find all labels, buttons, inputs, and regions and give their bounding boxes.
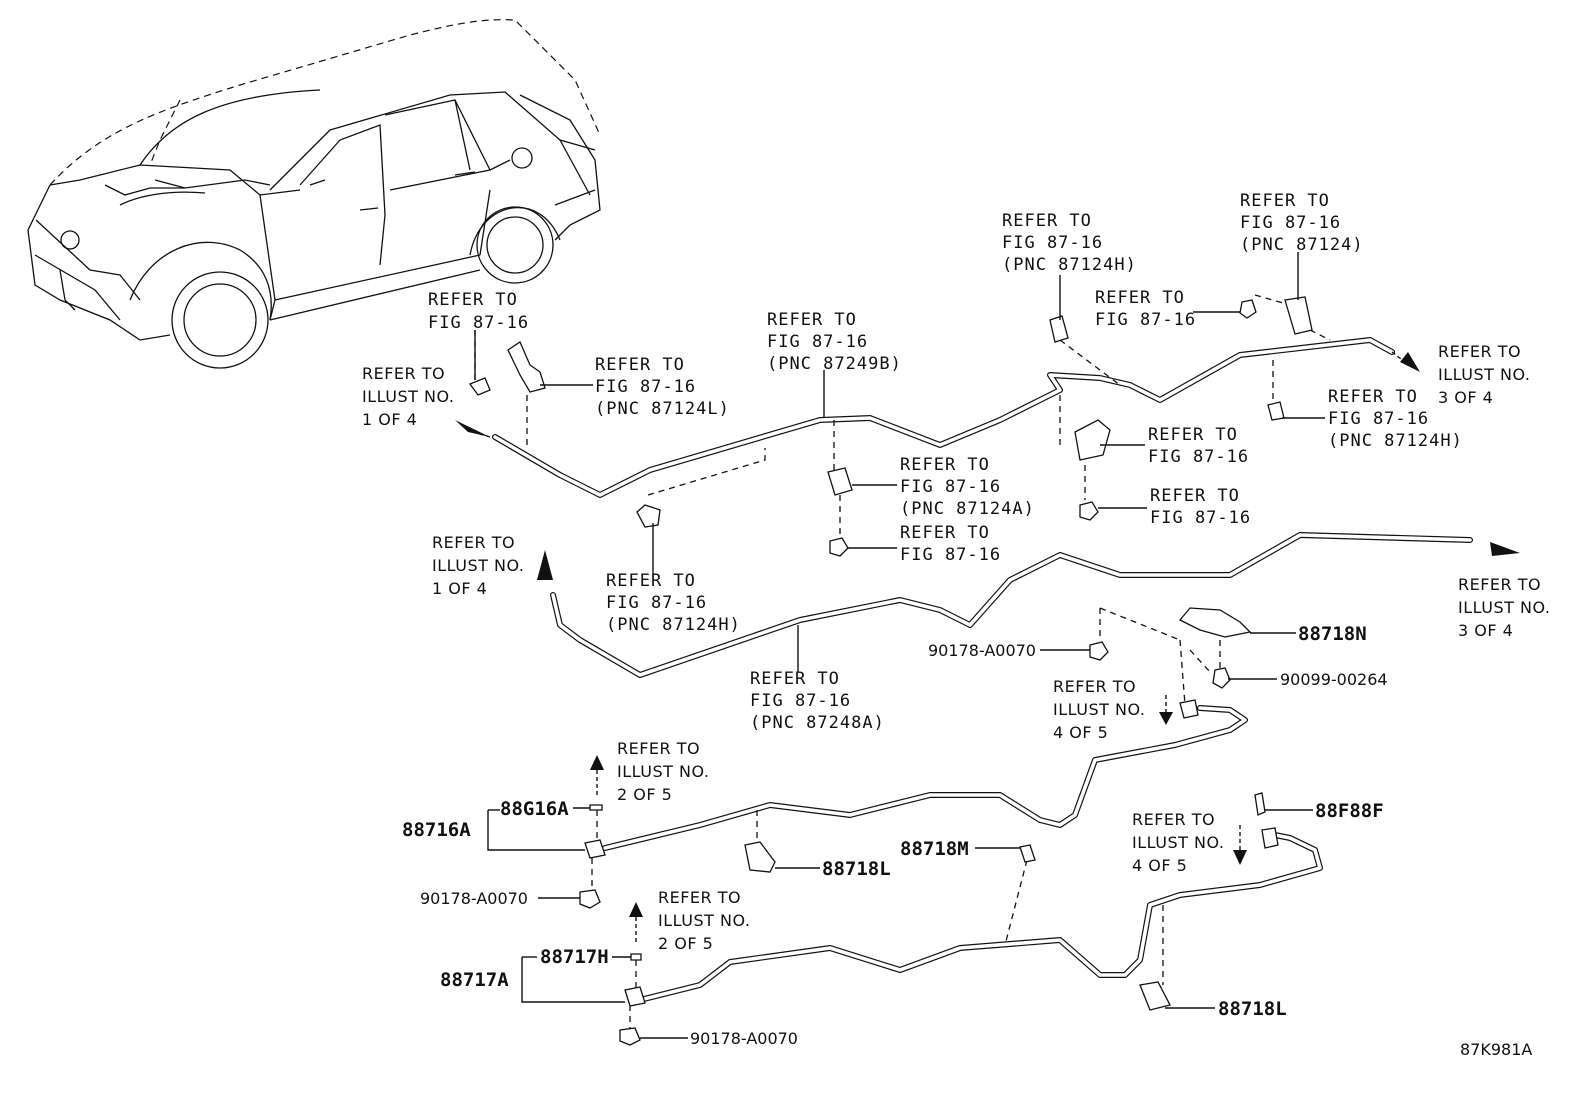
arrow-icon bbox=[1400, 352, 1420, 372]
ref-label: REFER TO bbox=[767, 310, 857, 330]
arrow-icon bbox=[629, 902, 643, 917]
ref-label: REFER TO bbox=[617, 739, 700, 758]
arrow-icon bbox=[537, 550, 553, 580]
ref-label: FIG 87-16 bbox=[750, 691, 851, 711]
ref-label: FIG 87-16 bbox=[1150, 508, 1251, 528]
part-number: 88G16A bbox=[500, 798, 569, 820]
ref-label: REFER TO bbox=[428, 290, 518, 310]
ref-label: REFER TO bbox=[1438, 342, 1521, 361]
ref-label: FIG 87-16 bbox=[900, 477, 1001, 497]
ref-label: REFER TO bbox=[1240, 191, 1330, 211]
vehicle-illustration bbox=[27, 19, 601, 369]
part-number: 88718L bbox=[1218, 998, 1287, 1020]
lower-brake-tube-1 bbox=[602, 705, 1248, 851]
part-number: 88717H bbox=[540, 946, 609, 968]
ref-label: ILLUST NO. bbox=[1132, 833, 1224, 852]
arrow-icon bbox=[1233, 850, 1247, 865]
part-number-labels: 88718N 90099-00264 90178-A0070 88G16A 88… bbox=[402, 623, 1388, 1048]
part-number: 90178-A0070 bbox=[690, 1029, 798, 1048]
arrow-icon bbox=[1159, 712, 1173, 725]
part-number: 88718M bbox=[900, 838, 969, 860]
ref-label: (PNC 87249B) bbox=[767, 354, 902, 374]
ref-label: REFER TO bbox=[1150, 486, 1240, 506]
ref-label: REFER TO bbox=[900, 455, 990, 475]
ref-label: REFER TO bbox=[1002, 211, 1092, 231]
ref-label: FIG 87-16 bbox=[1328, 409, 1429, 429]
ref-label: (PNC 87124A) bbox=[900, 499, 1035, 519]
ref-label: (PNC 87124) bbox=[1240, 235, 1364, 255]
ref-label: ILLUST NO. bbox=[1438, 365, 1530, 384]
arrow-icon bbox=[590, 755, 604, 770]
ref-label: REFER TO bbox=[595, 355, 685, 375]
ref-label: (PNC 87124H) bbox=[1328, 431, 1463, 451]
part-number: 90178-A0070 bbox=[420, 889, 528, 908]
ref-label: REFER TO bbox=[1132, 810, 1215, 829]
ref-label: REFER TO bbox=[1458, 575, 1541, 594]
ref-label: FIG 87-16 bbox=[900, 545, 1001, 565]
ref-label: ILLUST NO. bbox=[1458, 598, 1550, 617]
ref-label: REFER TO bbox=[1053, 677, 1136, 696]
ref-label: ILLUST NO. bbox=[362, 387, 454, 406]
ref-label: 1 OF 4 bbox=[432, 579, 487, 598]
ref-label: REFER TO bbox=[900, 523, 990, 543]
ref-label: REFER TO bbox=[606, 571, 696, 591]
ref-label: REFER TO bbox=[1095, 288, 1185, 308]
ref-label: REFER TO bbox=[658, 888, 741, 907]
ref-label: (PNC 87124H) bbox=[1002, 255, 1137, 275]
lower-brake-tube-2 bbox=[637, 832, 1323, 1003]
ref-label: FIG 87-16 bbox=[595, 377, 696, 397]
ref-label: REFER TO bbox=[1148, 425, 1238, 445]
ref-label: ILLUST NO. bbox=[1053, 700, 1145, 719]
ref-label: ILLUST NO. bbox=[617, 762, 709, 781]
ref-label: 2 OF 5 bbox=[658, 934, 713, 953]
ref-label: REFER TO bbox=[750, 669, 840, 689]
ref-label: FIG 87-16 bbox=[428, 313, 529, 333]
part-number: 88F88F bbox=[1315, 800, 1384, 822]
ref-label: 3 OF 4 bbox=[1438, 388, 1493, 407]
part-number: 88718L bbox=[822, 858, 891, 880]
ref-label: 3 OF 4 bbox=[1458, 621, 1513, 640]
arrow-icon bbox=[1490, 542, 1520, 556]
diagram-id: 87K981A bbox=[1460, 1040, 1532, 1059]
arrow-icon bbox=[455, 420, 490, 437]
part-number: 88716A bbox=[402, 819, 471, 841]
ref-label: ILLUST NO. bbox=[658, 911, 750, 930]
ref-label: 2 OF 5 bbox=[617, 785, 672, 804]
ref-label: FIG 87-16 bbox=[1148, 447, 1249, 467]
ref-label: ILLUST NO. bbox=[432, 556, 524, 575]
ref-label: FIG 87-16 bbox=[1240, 213, 1341, 233]
direction-arrows bbox=[455, 351, 1520, 943]
middle-brake-tube bbox=[550, 532, 1473, 678]
ref-label: 1 OF 4 bbox=[362, 410, 417, 429]
ref-label: FIG 87-16 bbox=[606, 593, 707, 613]
ref-label: FIG 87-16 bbox=[1095, 310, 1196, 330]
ref-label: REFER TO bbox=[362, 364, 445, 383]
reference-labels: REFER TO FIG 87-16 REFER TO FIG 87-16 (P… bbox=[362, 191, 1550, 953]
upper-brake-tube bbox=[492, 337, 1395, 498]
ref-label: REFER TO bbox=[432, 533, 515, 552]
ref-label: 4 OF 5 bbox=[1132, 856, 1187, 875]
part-number: 90099-00264 bbox=[1280, 670, 1388, 689]
ref-label: 4 OF 5 bbox=[1053, 723, 1108, 742]
ref-label: REFER TO bbox=[1328, 387, 1418, 407]
ref-label: (PNC 87248A) bbox=[750, 713, 885, 733]
leader-lines bbox=[474, 252, 1325, 1039]
part-number: 88717A bbox=[440, 969, 509, 991]
ref-label: FIG 87-16 bbox=[1002, 233, 1103, 253]
part-number: 90178-A0070 bbox=[928, 641, 1036, 660]
ref-label: FIG 87-16 bbox=[767, 332, 868, 352]
ref-label: (PNC 87124L) bbox=[595, 399, 730, 419]
ref-label: (PNC 87124H) bbox=[606, 615, 741, 635]
part-number: 88718N bbox=[1298, 623, 1367, 645]
